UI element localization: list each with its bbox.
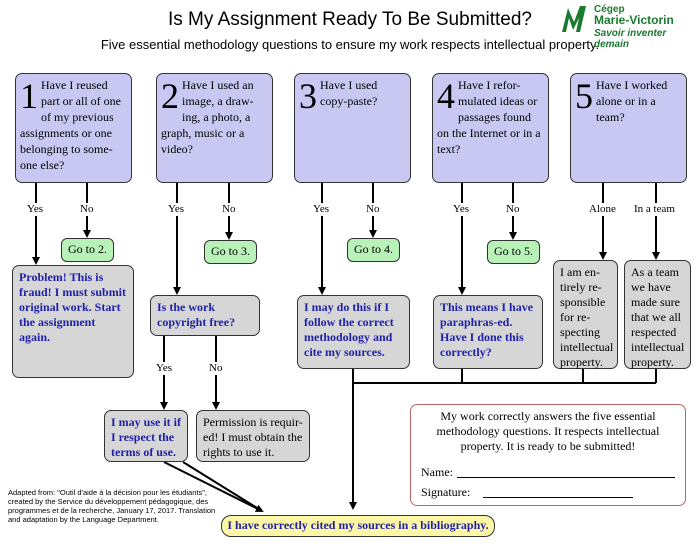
goto-4-box: Go to 4.	[347, 238, 400, 262]
page-title: Is My Assignment Ready To Be Submitted?	[168, 9, 532, 30]
name-line[interactable]	[457, 477, 675, 478]
question-2-box: 2 Have I used an image, a draw-ing, a ph…	[156, 73, 273, 183]
q4-no-label: No	[506, 203, 520, 215]
paraphrased-outcome: This means I have paraphras-ed. Have I d…	[433, 295, 543, 369]
name-label: Name:	[421, 465, 453, 479]
signature-label: Signature:	[421, 485, 471, 499]
q4-yes-label: Yes	[453, 203, 470, 215]
final-bibliography-box: I have correctly cited my sources in a b…	[221, 515, 495, 537]
q5-alone-label: Alone	[589, 203, 616, 215]
goto-2-box: Go to 2.	[61, 238, 114, 262]
copyright-question: Is the work copyright free?	[150, 295, 260, 336]
question-1-text: Have I reused part or all of one of my p…	[20, 78, 121, 172]
alone-outcome: I am en-tirely re-sponsible for re-spect…	[553, 260, 618, 369]
question-3-text: Have I used copy-paste?	[320, 78, 378, 108]
question-1-box: 1 Have I reused part or all of one of my…	[15, 73, 132, 183]
logo-line-2: Marie-Victorin	[594, 13, 674, 27]
team-outcome: As a team we have made sure that we all …	[624, 260, 691, 369]
copyright-no-label: No	[209, 362, 223, 374]
question-5-text: Have I worked alone or in a team?	[596, 78, 668, 124]
may-do-outcome: I may do this if I follow the correct me…	[297, 295, 410, 369]
college-logo: Cégep Marie-Victorin Savoir inventer dem…	[560, 4, 700, 50]
signoff-message: My work correctly answers the five essen…	[436, 409, 660, 453]
goto-5-box: Go to 5.	[487, 240, 540, 264]
question-3-number: 3	[299, 76, 317, 116]
permission-outcome: Permission is requir-ed! I must obtain t…	[196, 410, 310, 462]
credit-note: Adapted from: "Outil d'aide à la décisio…	[8, 488, 216, 524]
question-1-number: 1	[20, 76, 38, 116]
logo-mark-icon	[562, 6, 586, 32]
q5-team-label: In a team	[634, 203, 675, 215]
question-4-box: 4 Have I refor-mulated ideas or passages…	[432, 73, 549, 183]
question-2-number: 2	[161, 76, 179, 116]
page-subtitle: Five essential methodology questions to …	[100, 37, 600, 52]
question-5-number: 5	[575, 76, 593, 116]
use-it-outcome: I may use it if I respect the terms of u…	[104, 410, 188, 462]
q1-no-label: No	[80, 203, 94, 215]
signoff-box: My work correctly answers the five essen…	[410, 404, 686, 506]
goto-3-box: Go to 3.	[204, 240, 257, 264]
signature-line[interactable]	[483, 497, 633, 498]
q3-no-label: No	[366, 203, 380, 215]
fraud-outcome: Problem! This is fraud! I must submit or…	[12, 265, 134, 378]
logo-tagline: Savoir inventer demain	[594, 28, 667, 50]
question-5-box: 5 Have I worked alone or in a team?	[570, 73, 687, 183]
question-4-number: 4	[437, 76, 455, 116]
q3-yes-label: Yes	[313, 203, 330, 215]
q2-no-label: No	[222, 203, 236, 215]
copyright-yes-label: Yes	[156, 362, 173, 374]
question-4-text: Have I refor-mulated ideas or passages f…	[437, 78, 541, 156]
q2-yes-label: Yes	[168, 203, 185, 215]
question-2-text: Have I used an image, a draw-ing, a phot…	[161, 78, 254, 156]
q1-yes-label: Yes	[27, 203, 44, 215]
question-3-box: 3 Have I used copy-paste?	[294, 73, 411, 183]
logo-line-1: Cégep	[594, 4, 625, 15]
